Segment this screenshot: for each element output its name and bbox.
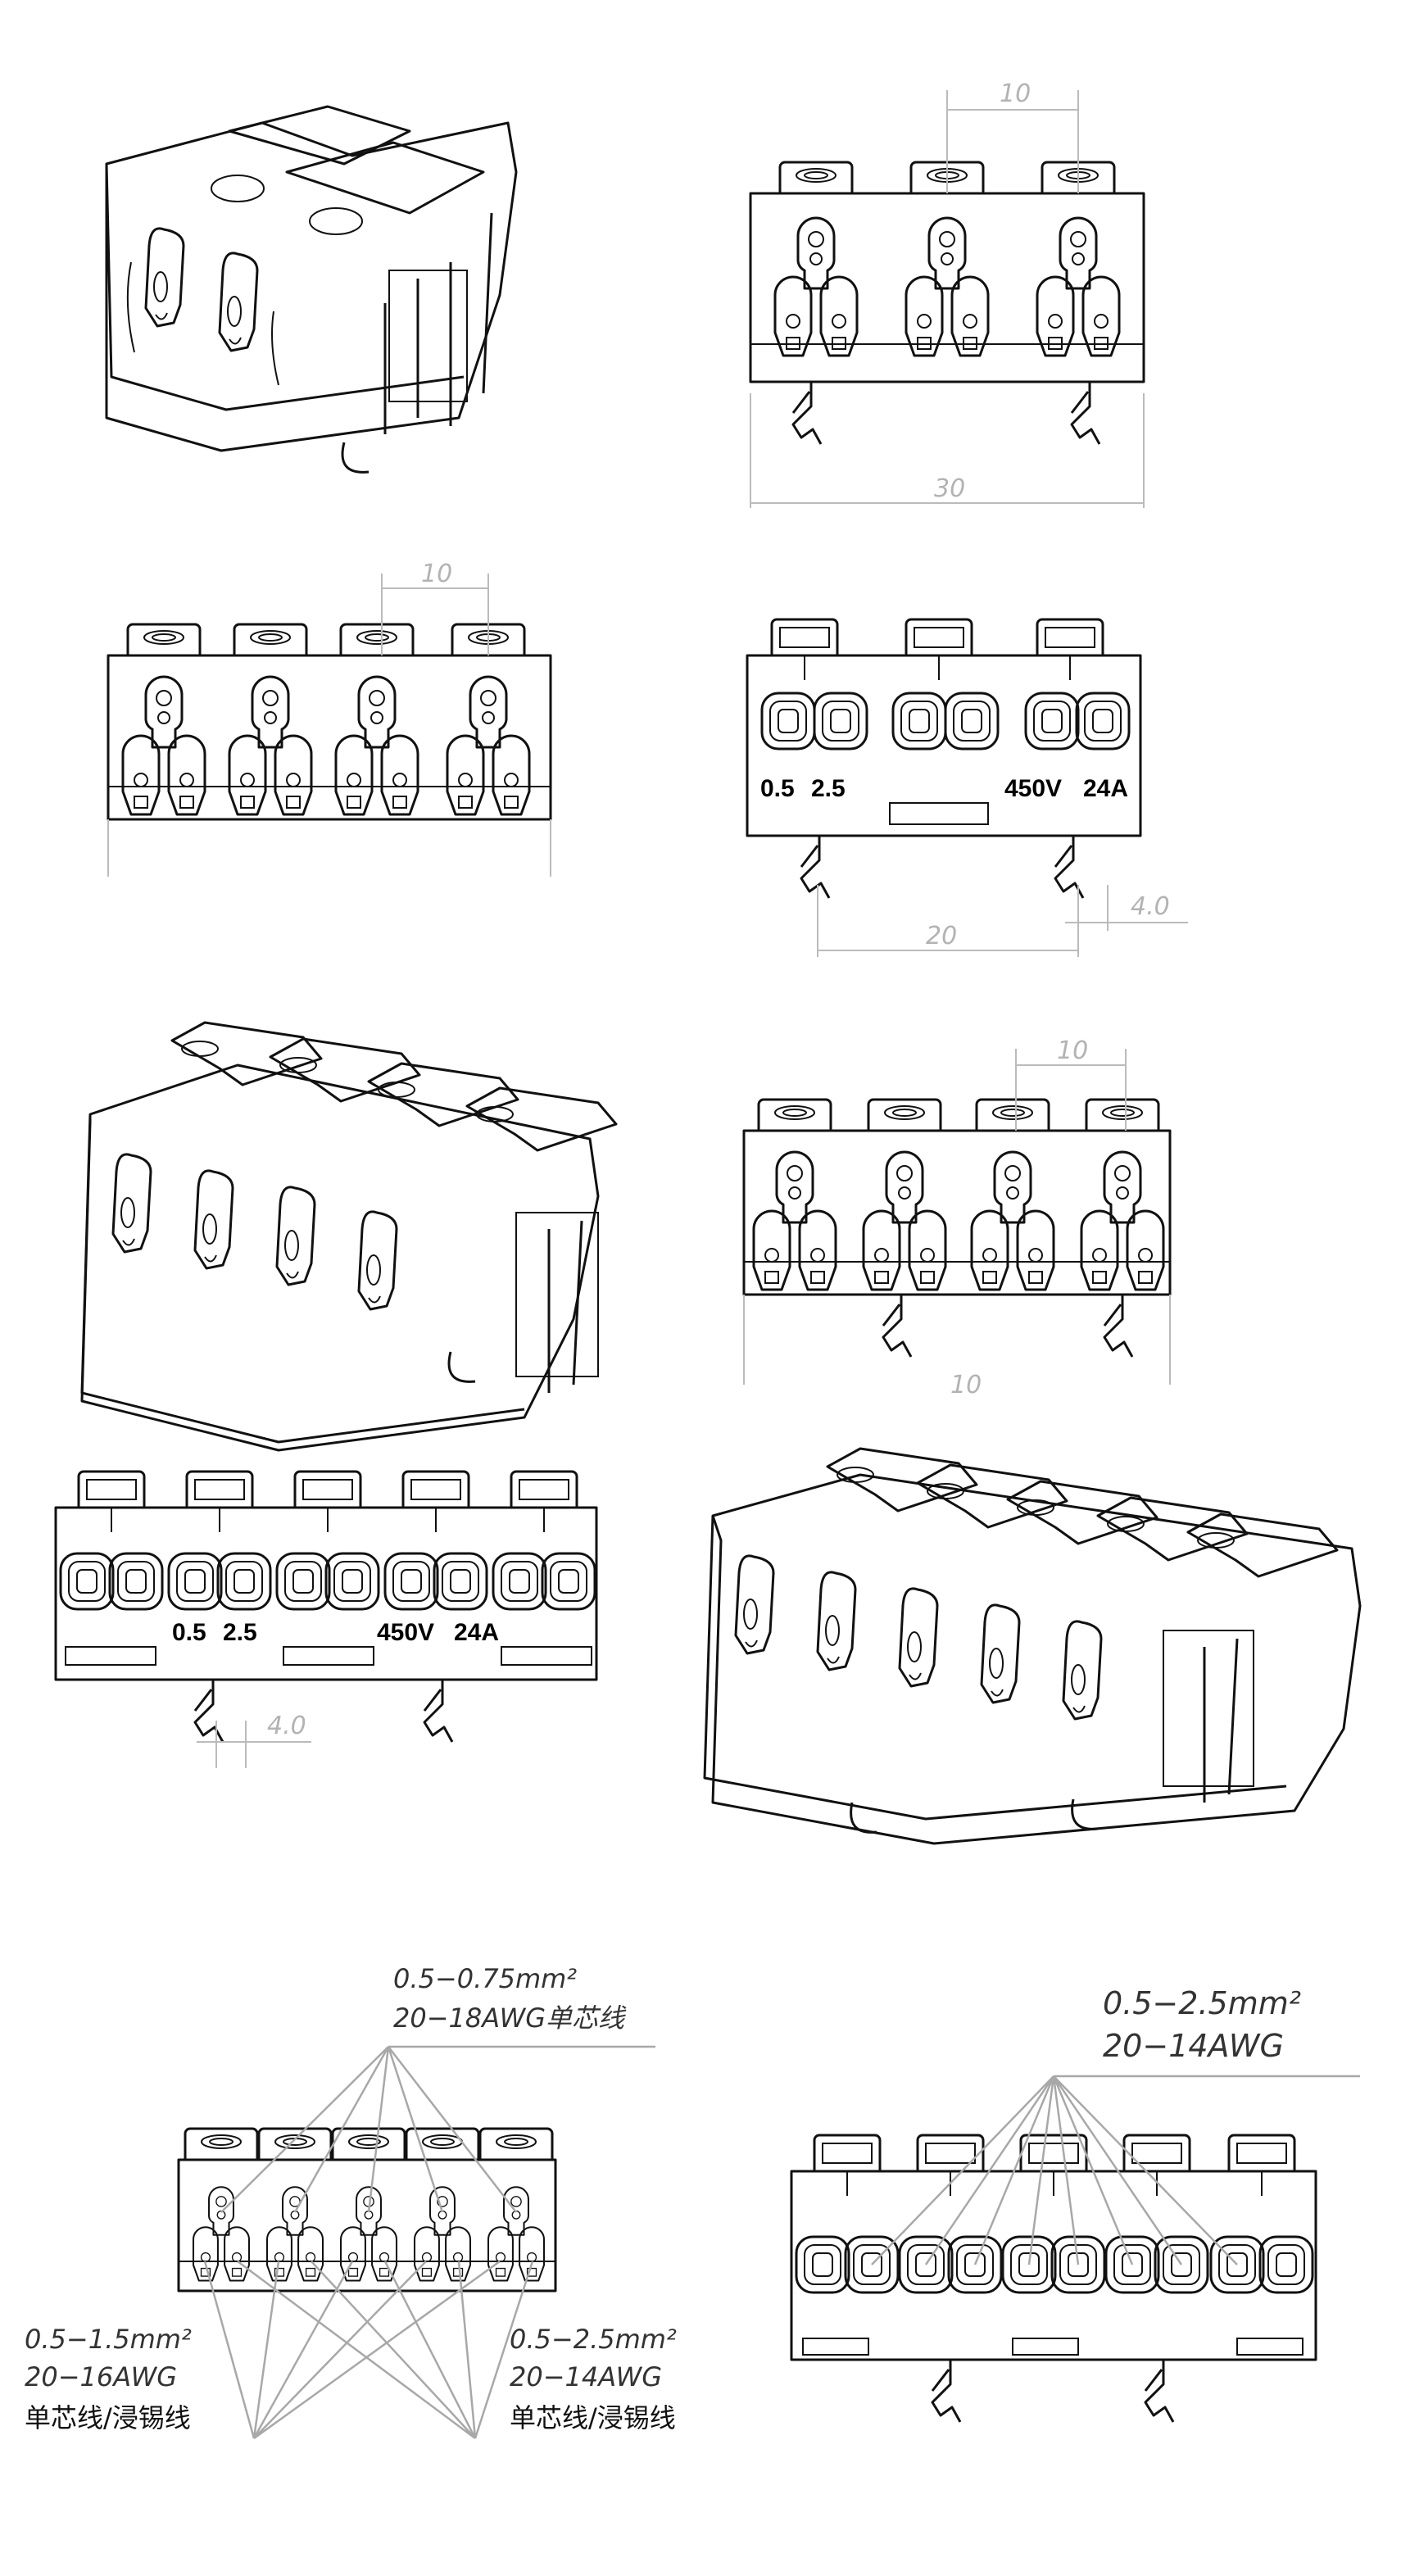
dim-rail-pitch: 20 (926, 922, 957, 950)
dim-pitch-4pole: 10 (421, 560, 452, 588)
spec-left-type: 单芯线/浸锡线 (25, 2402, 191, 2433)
front-view-4pole-b: 10 10 (742, 1036, 1172, 1399)
wire-spec-front: 0.5−0.75mm² 20−18AWG单芯线 0.5−1.5mm² 20−16… (25, 1963, 677, 2440)
dim-width-3pole: 30 (934, 474, 965, 503)
marking-wire-max: 2.5 (811, 775, 846, 802)
dim-latch-offset: 4.0 (1131, 892, 1170, 921)
iso-view-5pole (703, 1447, 1362, 1845)
marking-current: 24A (1083, 775, 1128, 802)
spec-far-right-range: 0.5−2.5mm² (1103, 1985, 1301, 2021)
dim-partial: 10 (950, 1371, 982, 1399)
front-view-3pole: 10 30 (749, 79, 1145, 508)
dim-pitch-3pole: 10 (1000, 79, 1031, 108)
marking-voltage-5p: 450V (377, 1619, 434, 1646)
marking-wire-min: 0.5 (760, 775, 795, 802)
marking-wire-min-5p: 0.5 (172, 1619, 206, 1646)
wire-spec-rear: 0.5−2.5mm² 20−14AWG (790, 1985, 1360, 2424)
iso-view-4pole (80, 1021, 618, 1452)
spec-right-range: 0.5−2.5mm² (510, 2324, 677, 2355)
marking-wire-max-5p: 2.5 (223, 1619, 257, 1646)
rear-view-5pole: 0.5 2.5 450V 24A 4.0 (54, 1470, 598, 1768)
spec-far-right-awg: 20−14AWG (1103, 2028, 1284, 2064)
spec-right-type: 单芯线/浸锡线 (510, 2402, 676, 2433)
rear-view-3pole: 0.5 2.5 450V 24A 20 4.0 (746, 618, 1188, 957)
spec-left-awg: 20−16AWG (25, 2361, 177, 2392)
dim-pitch-4pole-b: 10 (1057, 1036, 1088, 1065)
spec-right-awg: 20−14AWG (510, 2361, 662, 2392)
marking-current-5p: 24A (454, 1619, 499, 1646)
front-view-4pole-a: 10 (107, 560, 552, 877)
spec-top-awg: 20−18AWG单芯线 (393, 2002, 627, 2034)
iso-view-2pole (105, 105, 518, 474)
spec-left-range: 0.5−1.5mm² (25, 2324, 192, 2355)
dim-latch-offset-5p: 4.0 (267, 1712, 306, 1740)
marking-voltage: 450V (1004, 775, 1062, 802)
spec-top-range: 0.5−0.75mm² (393, 1963, 577, 1994)
